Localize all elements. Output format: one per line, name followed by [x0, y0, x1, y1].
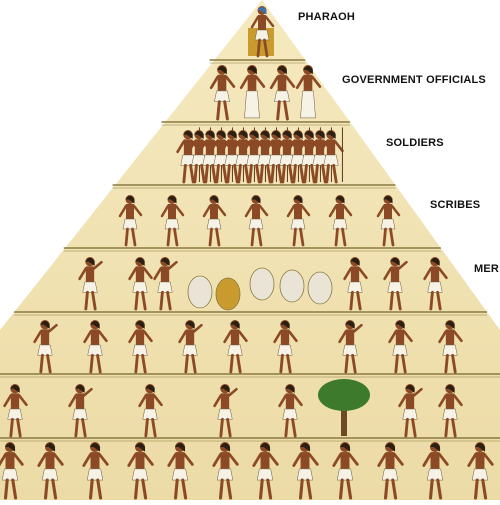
- laborer-figure-12: [467, 442, 494, 500]
- scribe-figure-7: [376, 195, 401, 247]
- craftsman-figure-2: [83, 320, 108, 374]
- craftsman-figure-6: [273, 320, 298, 374]
- craftsman-figure-5: [223, 320, 248, 374]
- farmer-figure-2: [68, 384, 93, 438]
- scribe-figure-1: [118, 195, 143, 247]
- farmer-figure-5: [278, 384, 303, 438]
- craftsman-figure-7: [338, 320, 363, 374]
- merchant-figure-2: [128, 257, 153, 311]
- merchant-figure-3: [153, 257, 178, 311]
- farmer-figure-1: [3, 384, 28, 438]
- scribe-figure-6: [328, 195, 353, 247]
- craftsman-figure-4: [178, 320, 203, 374]
- laborer-figure-4: [127, 442, 154, 500]
- label-scribes: SCRIBES: [430, 199, 481, 211]
- craftsman-figure-8: [388, 320, 413, 374]
- merchant-figure-1: [78, 257, 103, 311]
- farmer-figure-7: [438, 384, 463, 438]
- soldier-figure-14: [319, 127, 344, 184]
- label-merchants: MER: [474, 263, 500, 275]
- merchant-goods-1: [187, 275, 213, 309]
- laborer-figure-11: [422, 442, 449, 500]
- craftsman-figure-1: [33, 320, 58, 374]
- tree-crown: [318, 379, 370, 411]
- farmer-figure-6: [398, 384, 423, 438]
- label-government-officials: GOVERNMENT OFFICIALS: [342, 74, 486, 86]
- official-figure-4: [295, 65, 322, 119]
- laborer-figure-6: [212, 442, 239, 500]
- official-figure-2: [239, 65, 266, 119]
- merchant-goods-3: [249, 267, 275, 301]
- laborer-figure-5: [167, 442, 194, 500]
- label-pharaoh: PHARAOH: [298, 11, 356, 23]
- scribe-figure-5: [286, 195, 311, 247]
- laborer-figure-1: [0, 442, 24, 500]
- merchant-goods-4: [279, 269, 305, 303]
- merchant-goods-2: [215, 277, 241, 311]
- scribe-figure-3: [202, 195, 227, 247]
- laborer-figure-3: [82, 442, 109, 500]
- merchant-figure-6: [423, 257, 448, 311]
- laborer-figure-7: [252, 442, 279, 500]
- laborer-figure-2: [37, 442, 64, 500]
- merchant-goods-5: [307, 271, 333, 305]
- farmer-figure-4: [213, 384, 238, 438]
- laborer-figure-10: [377, 442, 404, 500]
- tree-trunk: [341, 400, 347, 436]
- figures-layer: [0, 6, 494, 500]
- official-figure-3: [269, 65, 296, 121]
- scribe-figure-4: [244, 195, 269, 247]
- craftsman-figure-9: [438, 320, 463, 374]
- laborer-figure-9: [332, 442, 359, 500]
- scribe-figure-2: [160, 195, 185, 247]
- farmer-figure-3: [138, 384, 163, 438]
- pharaoh-figure: [250, 6, 275, 58]
- label-soldiers: SOLDIERS: [386, 137, 444, 149]
- laborer-figure-8: [292, 442, 319, 500]
- official-figure-1: [209, 65, 236, 121]
- tier-dividers: [0, 59, 500, 442]
- craftsman-figure-3: [128, 320, 153, 374]
- merchant-figure-5: [383, 257, 408, 311]
- merchant-figure-4: [343, 257, 368, 311]
